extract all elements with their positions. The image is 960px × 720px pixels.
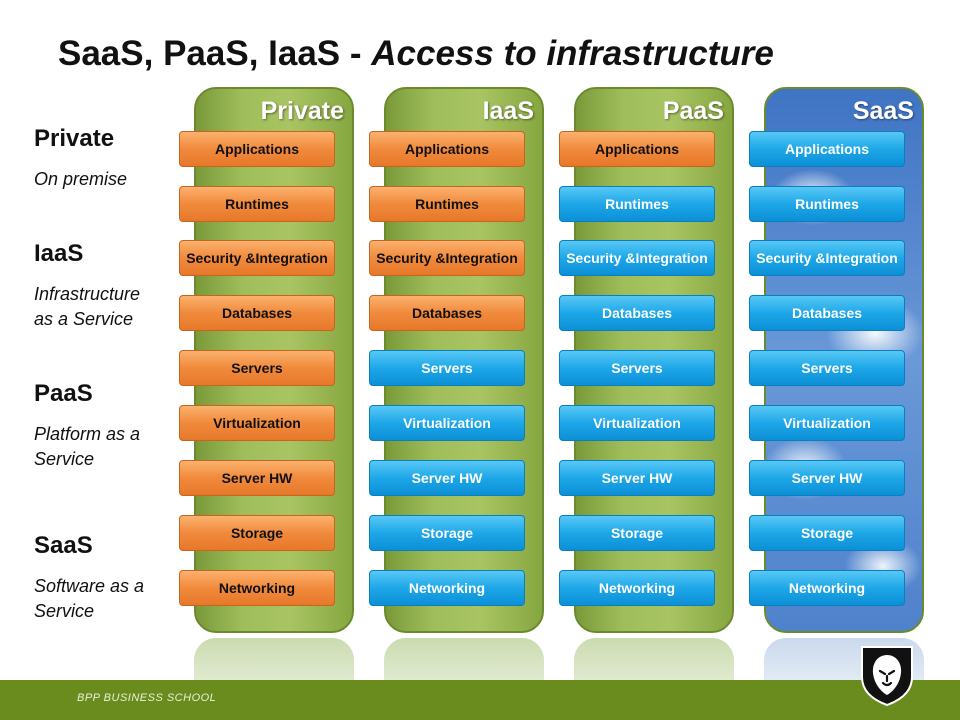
- sidebar-subtitle: Service: [34, 449, 95, 469]
- layer-box-iaas-6: Virtualization: [369, 405, 525, 441]
- layer-box-saas-1: Applications: [749, 131, 905, 167]
- layer-box-paas-5: Servers: [559, 350, 715, 386]
- layer-box-paas-8: Storage: [559, 515, 715, 551]
- layer-box-private-9: Networking: [179, 570, 335, 606]
- layer-box-private-8: Storage: [179, 515, 335, 551]
- layer-box-private-7: Server HW: [179, 460, 335, 496]
- layer-box-saas-8: Storage: [749, 515, 905, 551]
- sidebar-heading: Private: [34, 125, 115, 152]
- layer-box-saas-9: Networking: [749, 570, 905, 606]
- sidebar-heading: PaaS: [34, 380, 93, 407]
- layer-box-paas-6: Virtualization: [559, 405, 715, 441]
- layer-box-private-3: Security &Integration: [179, 240, 335, 276]
- sidebar-private: Private On premise: [34, 125, 174, 192]
- layer-box-private-6: Virtualization: [179, 405, 335, 441]
- layer-box-saas-5: Servers: [749, 350, 905, 386]
- layer-box-private-4: Databases: [179, 295, 335, 331]
- layer-box-private-2: Runtimes: [179, 186, 335, 222]
- layer-box-paas-1: Applications: [559, 131, 715, 167]
- layer-box-saas-4: Databases: [749, 295, 905, 331]
- layer-box-iaas-8: Storage: [369, 515, 525, 551]
- title-emphasis: Access to infrastructure: [371, 34, 774, 73]
- layer-box-iaas-1: Applications: [369, 131, 525, 167]
- layer-box-saas-3: Security &Integration: [749, 240, 905, 276]
- footer-text: BPP BUSINESS SCHOOL: [77, 692, 217, 704]
- layer-box-paas-3: Security &Integration: [559, 240, 715, 276]
- layer-box-saas-7: Server HW: [749, 460, 905, 496]
- sidebar-subtitle: Service: [34, 601, 95, 621]
- sidebar-paas: PaaS Platform as a Service: [34, 380, 174, 472]
- footer-bar: [0, 680, 960, 720]
- sidebar-heading: SaaS: [34, 532, 93, 559]
- column-label: SaaS: [852, 97, 914, 125]
- layer-box-private-1: Applications: [179, 131, 335, 167]
- sidebar-subtitle: Infrastructure: [34, 284, 141, 304]
- layer-box-saas-2: Runtimes: [749, 186, 905, 222]
- layer-box-iaas-4: Databases: [369, 295, 525, 331]
- layer-box-saas-6: Virtualization: [749, 405, 905, 441]
- layer-box-iaas-7: Server HW: [369, 460, 525, 496]
- layer-box-paas-2: Runtimes: [559, 186, 715, 222]
- layer-box-paas-9: Networking: [559, 570, 715, 606]
- sidebar-heading: IaaS: [34, 240, 84, 267]
- sidebar-subtitle: On premise: [34, 169, 128, 189]
- column-label: Private: [260, 97, 344, 125]
- sidebar-subtitle: Platform as a: [34, 424, 141, 444]
- layer-box-iaas-3: Security &Integration: [369, 240, 525, 276]
- layer-box-iaas-9: Networking: [369, 570, 525, 606]
- page-title: SaaS, PaaS, IaaS - Access to infrastruct…: [58, 34, 774, 74]
- layer-box-paas-7: Server HW: [559, 460, 715, 496]
- sidebar-subtitle: Software as a: [34, 576, 145, 596]
- sidebar-iaas: IaaS Infrastructure as a Service: [34, 240, 174, 332]
- layer-box-paas-4: Databases: [559, 295, 715, 331]
- sidebar-subtitle: as a Service: [34, 309, 134, 329]
- layer-box-private-5: Servers: [179, 350, 335, 386]
- layer-box-iaas-5: Servers: [369, 350, 525, 386]
- column-label: IaaS: [482, 97, 534, 125]
- sidebar-saas: SaaS Software as a Service: [34, 532, 174, 624]
- column-label: PaaS: [662, 97, 724, 125]
- title-main: SaaS, PaaS, IaaS -: [58, 34, 372, 73]
- layer-box-iaas-2: Runtimes: [369, 186, 525, 222]
- lion-shield-icon: [861, 646, 913, 707]
